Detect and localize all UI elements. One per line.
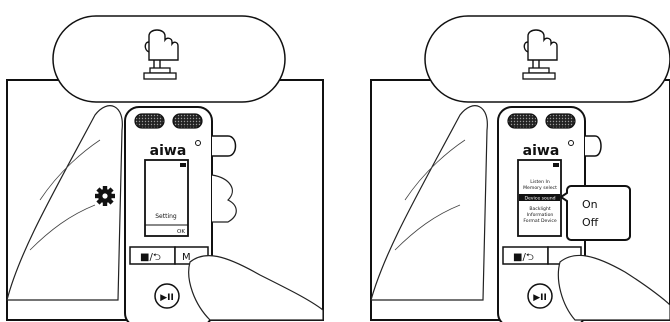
speaker-grille [134, 113, 165, 129]
play-pause-label: ▶II [160, 293, 174, 303]
pressing-finger [188, 254, 324, 321]
brand-logo: aiwa [523, 143, 560, 159]
finger-press-button-icon [143, 29, 179, 80]
indicator-led [568, 140, 574, 146]
finger-press-button-icon [522, 29, 558, 80]
sound-popup: On Off [559, 185, 631, 241]
menu-highlight [519, 194, 560, 201]
speaker-grille [172, 113, 203, 129]
hand-thumb [6, 105, 123, 301]
hand-fingers [211, 174, 237, 223]
stop-back-label: ■/⮌ [513, 252, 534, 263]
panel-right: aiwa Listen In Memory select Device soun… [370, 15, 670, 322]
device-screen [144, 159, 189, 237]
brand-logo: aiwa [150, 143, 187, 159]
indicator-led [195, 140, 201, 146]
ok-label: OK [177, 229, 185, 235]
stop-back-label: ■/⮌ [140, 252, 161, 263]
play-pause-button[interactable] [154, 283, 180, 309]
pressing-finger [557, 254, 670, 321]
menu-item[interactable]: Backlight [529, 206, 551, 212]
recorder-device: aiwa Setting OK ■/⮌ M ▶II [124, 106, 237, 322]
speaker-grille [545, 113, 576, 129]
menu-label: M [182, 252, 191, 263]
menu-item[interactable]: Format Device [523, 218, 557, 224]
menu-item-selected[interactable]: Device sound [524, 196, 555, 202]
battery-icon [180, 163, 186, 167]
gear-icon [95, 186, 115, 206]
popup-option-on[interactable]: On [582, 198, 598, 211]
menu-item[interactable]: Information [527, 212, 554, 218]
hand-thumb [370, 105, 488, 301]
popup-option-off[interactable]: Off [582, 216, 599, 229]
setting-label: Setting [155, 213, 177, 220]
play-pause-button[interactable] [527, 283, 553, 309]
battery-icon [553, 163, 559, 167]
panel-left: aiwa Setting OK ■/⮌ M ▶II [6, 15, 324, 322]
speaker-grille [507, 113, 538, 129]
menu-item[interactable]: Listen In [530, 179, 550, 185]
menu-item[interactable]: Memory select [523, 185, 557, 191]
play-pause-label: ▶II [533, 293, 547, 303]
